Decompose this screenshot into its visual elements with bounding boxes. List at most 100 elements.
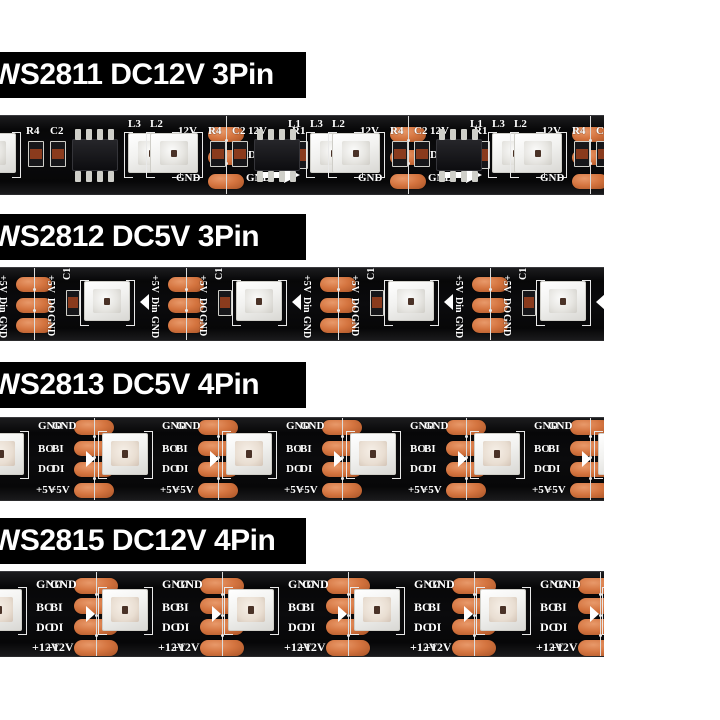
led-leg: [0, 632, 8, 639]
pad-label-bo: BO: [162, 599, 180, 614]
cut-line: [408, 116, 409, 194]
rgb-led: [102, 588, 148, 631]
rgb-led: [514, 133, 562, 174]
pad-label-din: Din: [301, 296, 312, 313]
silk-ref-r4: R4: [26, 125, 40, 138]
cut-marker: [589, 435, 592, 439]
pad-label-bo: BO: [410, 442, 426, 455]
pad-label-gnd: GND: [52, 419, 77, 432]
led-bracket: [20, 431, 29, 480]
rgb-led: [102, 432, 148, 475]
cut-marker: [93, 435, 96, 439]
flow-direction-arrow-icon: [86, 450, 95, 467]
led-die: [0, 606, 3, 614]
silk-ref-l1: L1: [470, 117, 483, 130]
cut-marker: [347, 634, 350, 638]
pad-label-gnd: GND: [286, 419, 311, 432]
rgb-led: [388, 280, 434, 321]
led-bracket: [470, 431, 479, 480]
led-leg: [0, 193, 9, 194]
pad-label-12v: +12V: [158, 640, 186, 655]
pad-label-di: DI: [302, 619, 316, 634]
cut-marker: [465, 477, 468, 481]
pad-label-bi: BI: [176, 442, 188, 455]
strip-label-text: WS2812 DC5V 3Pin: [0, 220, 260, 253]
flow-direction-arrow-icon: [140, 293, 149, 310]
led-die: [248, 606, 255, 614]
led-bracket: [306, 131, 315, 178]
flow-direction-arrow-icon: [210, 450, 219, 467]
silk-ref-l3: L3: [128, 117, 141, 130]
cut-marker: [337, 309, 340, 313]
pad-label-12v: +12V: [46, 640, 74, 655]
pad-label-di: DI: [52, 463, 65, 476]
pad-label-bi: BI: [52, 442, 64, 455]
led-die: [0, 450, 5, 458]
led-bracket: [582, 279, 591, 326]
led-bracket: [346, 431, 355, 480]
led-lens: [0, 597, 13, 623]
pad-label-di: DI: [548, 463, 561, 476]
led-bracket: [232, 279, 241, 326]
pad-label-bi: BI: [428, 599, 441, 614]
led-bracket: [18, 587, 27, 636]
pad-label-gnd: GND: [162, 577, 189, 592]
cut-marker: [93, 477, 96, 481]
led-bracket: [144, 431, 153, 480]
silk-ref-r4: R4: [208, 125, 222, 138]
led-body: [350, 432, 396, 475]
solder-pad: [570, 441, 604, 457]
pad-label-bi: BI: [176, 599, 189, 614]
pad-label-5v: +5V: [408, 483, 428, 496]
pad-label-gnd: GND: [300, 419, 325, 432]
capacitor-c1: [370, 289, 384, 316]
rgb-led: [350, 432, 396, 475]
led-bracket: [376, 131, 385, 178]
rgb-led: [150, 133, 198, 174]
silk-ref-l3: L3: [310, 117, 323, 130]
pad-label-do: DO: [286, 463, 303, 476]
cut-marker: [225, 139, 228, 143]
led-bracket: [194, 131, 203, 178]
pad-label-di: DI: [50, 619, 64, 634]
pad-label-5v: +5V: [36, 483, 56, 496]
led-die: [408, 297, 415, 305]
pad-label-12v: +12V: [410, 640, 438, 655]
pad-label-do: DO: [349, 298, 360, 314]
cut-marker: [341, 435, 344, 439]
cut-marker: [489, 309, 492, 313]
pad-label-gnd: GND: [428, 577, 455, 592]
strip-label-ws2813: WS2813 DC5V 4Pin: [0, 362, 306, 408]
silk-ref-c1: C1: [518, 267, 529, 280]
led-bracket: [558, 131, 567, 178]
led-leg: [0, 639, 8, 646]
pad-label-5v: +5V: [174, 483, 194, 496]
led-bracket: [12, 131, 21, 178]
cut-marker: [221, 634, 224, 638]
ic-pin: [450, 170, 456, 182]
cut-marker: [95, 613, 98, 617]
led-bracket: [268, 431, 277, 480]
led-bracket: [98, 587, 107, 636]
led-strip-ws2811: L2R4C2L312VDoGND12VDinGNDL1R1L2R4C2L312V…: [0, 115, 604, 195]
pad-label-bi: BI: [424, 442, 436, 455]
silk-ref-r4: R4: [390, 125, 404, 138]
pad-label-5v: +5V: [453, 275, 464, 294]
led-bracket: [536, 279, 545, 326]
silk-ref-l2: L2: [514, 117, 527, 130]
cut-marker: [589, 139, 592, 143]
pad-label-12v: +12V: [550, 640, 578, 655]
led-strip-ws2812: C1+5VDinGND+5VDOGNDC1+5VDinGND+5VDOGNDC1…: [0, 267, 604, 341]
capacitor-c2: [232, 140, 248, 167]
cut-line: [590, 116, 591, 194]
ic-pin: [439, 129, 445, 141]
led-leg: [0, 425, 8, 432]
pad-label-bi: BI: [302, 599, 315, 614]
strip-label-ws2815: WS2815 DC12V 4Pin: [0, 518, 306, 564]
pad-label-do: DO: [501, 298, 512, 314]
rgb-led: [226, 432, 272, 475]
led-bracket: [124, 131, 133, 178]
pad-label-gnd: GND: [176, 172, 201, 185]
rgb-led: [0, 588, 22, 631]
cut-marker: [599, 634, 602, 638]
